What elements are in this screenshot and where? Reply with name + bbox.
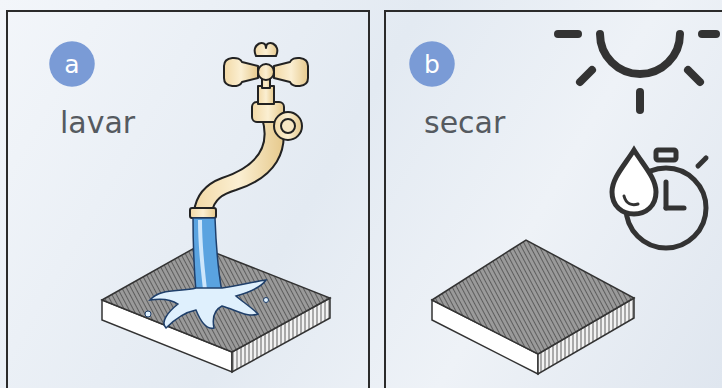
step-badge: a: [48, 40, 96, 88]
step-panel: secar b: [384, 10, 722, 388]
step-label: secar: [424, 106, 505, 139]
filter-block: [432, 240, 634, 374]
sun-icon: [558, 34, 716, 110]
drying-timer-icon: [612, 150, 706, 248]
step-letter: b: [408, 40, 456, 88]
step-letter: a: [48, 40, 96, 88]
faucet: [190, 43, 308, 218]
water-stream: [145, 218, 269, 328]
step-panel: lavar a: [6, 10, 370, 388]
step-label: lavar: [60, 106, 135, 139]
step-badge: b: [408, 40, 456, 88]
